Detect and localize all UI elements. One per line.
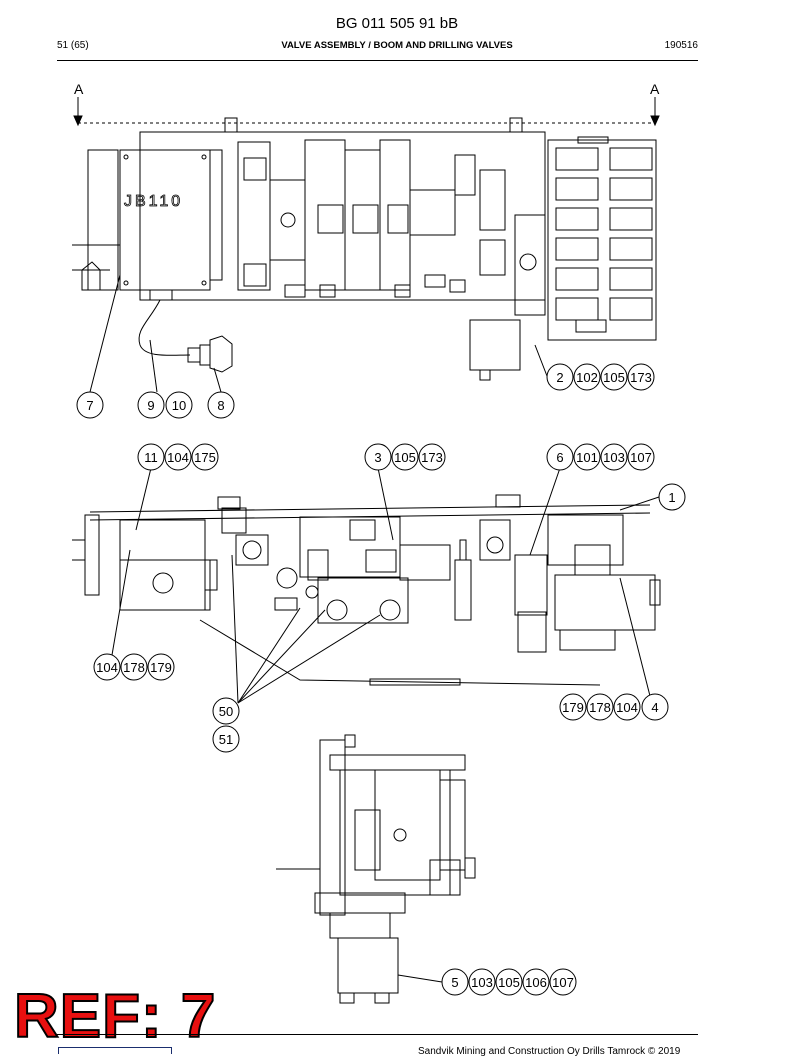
callout-2: 2: [546, 363, 574, 391]
svg-text:1: 1: [668, 490, 675, 505]
footer-rule: [57, 1034, 698, 1035]
svg-text:104: 104: [167, 450, 189, 465]
callout-178: 178: [586, 693, 614, 721]
svg-text:105: 105: [498, 975, 520, 990]
section-mark-left: A: [74, 81, 84, 97]
section-title: VALVE ASSEMBLY / BOOM AND DRILLING VALVE…: [281, 40, 513, 51]
svg-text:10: 10: [172, 398, 186, 413]
callout-6: 6: [546, 443, 574, 471]
svg-text:7: 7: [86, 398, 93, 413]
callout-107: 107: [627, 443, 655, 471]
svg-text:3: 3: [374, 450, 381, 465]
callout-103: 103: [468, 968, 496, 996]
callout-3: 3: [364, 443, 392, 471]
document-title: BG 011 505 91 bB: [335, 15, 459, 32]
side-view-assembly: [72, 494, 661, 686]
svg-text:107: 107: [630, 450, 652, 465]
svg-text:106: 106: [525, 975, 547, 990]
callout-105: 105: [391, 443, 419, 471]
svg-text:175: 175: [194, 450, 216, 465]
svg-text:105: 105: [603, 370, 625, 385]
svg-text:178: 178: [589, 700, 611, 715]
callout-173: 173: [418, 443, 446, 471]
callout-103: 103: [600, 443, 628, 471]
callout-50: 50: [212, 697, 240, 725]
callout-173: 173: [627, 363, 655, 391]
callout-5: 5: [441, 968, 469, 996]
callout-10: 10: [165, 391, 193, 419]
svg-text:11: 11: [144, 450, 158, 465]
callout-102: 102: [573, 363, 601, 391]
callout-104: 104: [613, 693, 641, 721]
callout-178: 178: [120, 653, 148, 681]
svg-text:179: 179: [150, 660, 172, 675]
svg-text:6: 6: [556, 450, 563, 465]
callout-104: 104: [164, 443, 192, 471]
svg-text:102: 102: [576, 370, 598, 385]
svg-text:50: 50: [219, 704, 233, 719]
callouts: 7 9 10 8 2 102 105 173 11 104 175 3 105 …: [76, 363, 686, 996]
svg-text:173: 173: [421, 450, 443, 465]
callout-175: 175: [191, 443, 219, 471]
svg-text:179: 179: [562, 700, 584, 715]
ref-stamp: REF: 7: [13, 982, 217, 1051]
svg-text:105: 105: [394, 450, 416, 465]
header-rule: [57, 60, 698, 61]
callout-7: 7: [76, 391, 104, 419]
svg-text:103: 103: [603, 450, 625, 465]
callout-4: 4: [641, 693, 669, 721]
callout-1: 1: [658, 483, 686, 511]
end-view-assembly: [276, 734, 476, 1004]
top-view-assembly: JB110: [72, 117, 657, 381]
callout-9: 9: [137, 391, 165, 419]
page-number: 51 (65): [57, 40, 89, 51]
svg-text:104: 104: [96, 660, 118, 675]
callout-179: 179: [559, 693, 587, 721]
svg-text:178: 178: [123, 660, 145, 675]
svg-text:173: 173: [630, 370, 652, 385]
svg-text:4: 4: [651, 700, 658, 715]
callout-106: 106: [522, 968, 550, 996]
date-code: 190516: [664, 40, 698, 51]
svg-text:5: 5: [451, 975, 458, 990]
footer-copyright: Sandvik Mining and Construction Oy Drill…: [418, 1046, 681, 1057]
svg-text:103: 103: [471, 975, 493, 990]
callout-105: 105: [495, 968, 523, 996]
callout-105: 105: [600, 363, 628, 391]
callout-101: 101: [573, 443, 601, 471]
callout-104: 104: [93, 653, 121, 681]
svg-text:51: 51: [219, 732, 233, 747]
callout-8: 8: [207, 391, 235, 419]
svg-text:2: 2: [556, 370, 563, 385]
svg-text:8: 8: [217, 398, 224, 413]
company-logo: [58, 1047, 172, 1054]
svg-text:107: 107: [552, 975, 574, 990]
section-mark-right: A: [650, 81, 660, 97]
callout-179: 179: [147, 653, 175, 681]
callout-11: 11: [137, 443, 165, 471]
callout-51: 51: [212, 725, 240, 753]
junction-box-label: JB110: [124, 193, 183, 210]
svg-text:101: 101: [576, 450, 598, 465]
leader-lines: [89, 274, 660, 983]
svg-text:9: 9: [147, 398, 154, 413]
callout-107: 107: [549, 968, 577, 996]
svg-text:104: 104: [616, 700, 638, 715]
section-line-a: A A: [73, 81, 660, 127]
